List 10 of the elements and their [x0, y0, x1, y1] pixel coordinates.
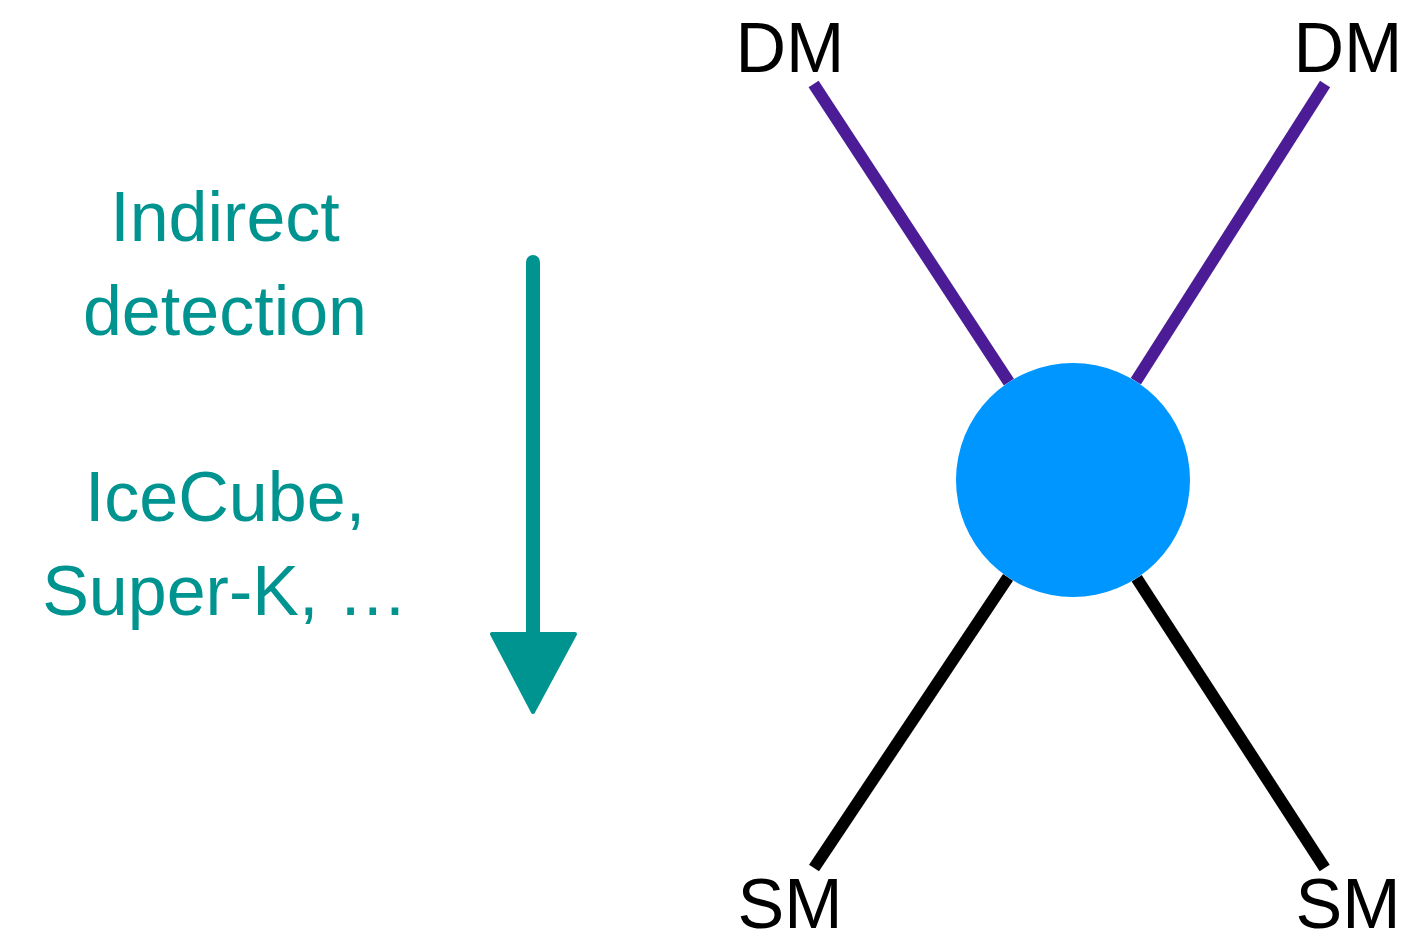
particle-label: DM	[735, 13, 845, 83]
particle-line	[808, 80, 1014, 386]
particle-label: SM	[1295, 869, 1401, 939]
annotation-text: IceCube, Super-K, …	[41, 457, 409, 632]
particle-line	[809, 573, 1014, 872]
particle-label: DM	[1293, 13, 1403, 83]
particle-label: SM	[737, 869, 843, 939]
annotation-text: Indirect detection	[81, 177, 369, 352]
particle-line	[1130, 80, 1331, 385]
particle-line	[1131, 574, 1330, 872]
